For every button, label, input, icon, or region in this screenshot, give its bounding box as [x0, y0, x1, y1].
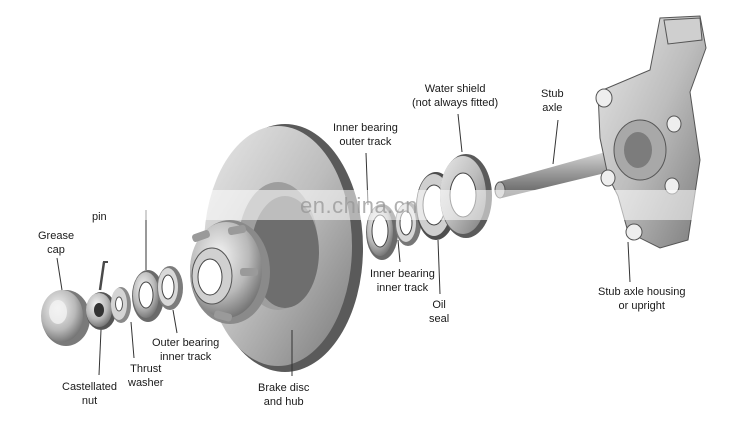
leader-stub-axle-housing [627, 241, 631, 283]
watermark-band [0, 190, 751, 220]
outer-bearing-part [132, 266, 183, 322]
watermark-text: en.china.cn [300, 193, 419, 218]
label-outer-bearing: Outer bearing inner track [152, 337, 220, 363]
brake-disc-part [190, 124, 363, 372]
leader-grease-cap [56, 257, 63, 291]
label-water-shield: Water shield (not always fitted) [412, 83, 499, 109]
leader-water-shield [457, 113, 463, 153]
castellated-nut-part [86, 292, 116, 330]
grease-cap-part [41, 290, 90, 346]
leader-lines [56, 113, 631, 376]
label-pin: pin [92, 211, 107, 223]
label-inner-bearing-inner-track: Inner bearing inner track [370, 268, 435, 294]
label-oil-seal: Oil seal [429, 299, 450, 325]
leader-thrust-washer [130, 321, 135, 359]
leader-inner-bearing-inner [397, 239, 401, 263]
label-inner-bearing-outer-track: Inner bearing outer track [333, 122, 398, 148]
label-grease-cap: Grease cap [38, 230, 75, 256]
label-thrust-washer: Thrust washer [128, 363, 164, 389]
label-stub-axle-housing: Stub axle housing or upright [598, 286, 686, 312]
label-castellated-nut: Castellated nut [62, 381, 118, 407]
split-pin-part [98, 261, 108, 291]
leader-oil-seal [437, 239, 441, 295]
leader-outer-bearing [172, 309, 178, 334]
thrust-washer-part [111, 287, 131, 323]
label-brake-disc: Brake disc and hub [258, 382, 310, 408]
label-stub-axle: Stub axle [541, 88, 564, 114]
leader-stub-axle [552, 119, 559, 165]
leader-castellated-nut [98, 329, 102, 376]
